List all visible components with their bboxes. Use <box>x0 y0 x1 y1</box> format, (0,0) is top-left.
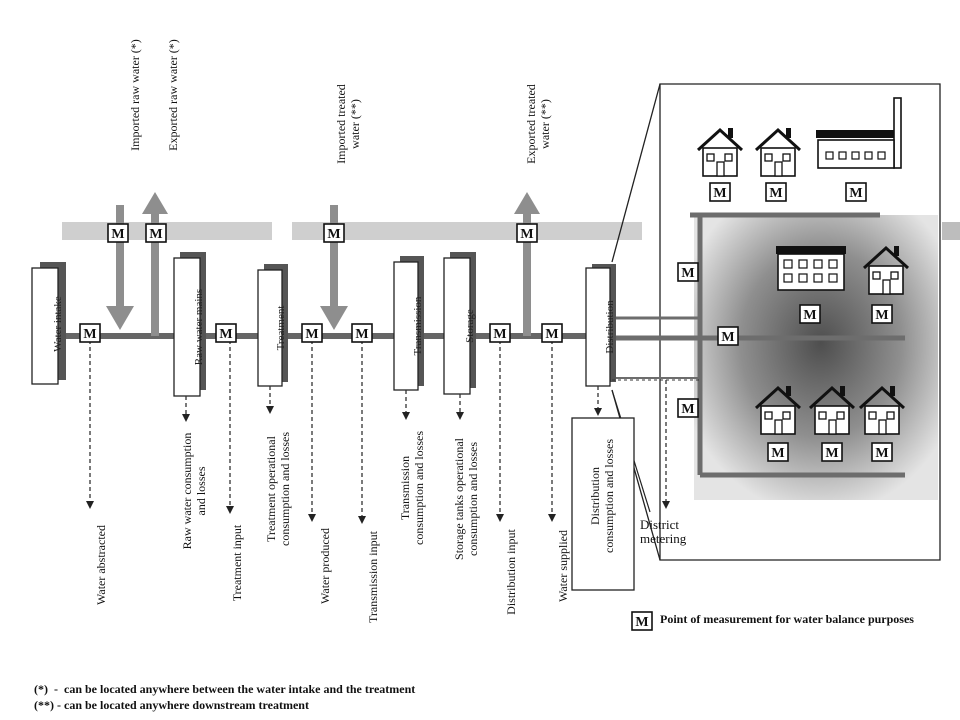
imported-raw-arrow <box>106 205 134 330</box>
meter-district-2: M <box>717 326 739 346</box>
district-metering-label: District metering <box>640 517 687 546</box>
svg-text:M: M <box>219 327 232 342</box>
treatment-input-label: Treatment input <box>230 524 244 602</box>
water-intake-label: Water intake <box>52 296 64 352</box>
meter-exported-treated: M <box>516 223 538 243</box>
footnote-single-star: (*) - can be located anywhere between th… <box>34 682 416 696</box>
svg-text:M: M <box>149 227 162 242</box>
raw-water-mains-label: Raw water mains <box>193 288 205 366</box>
distribution-box <box>585 264 616 387</box>
factory-building <box>816 97 902 169</box>
district-panel <box>659 83 941 561</box>
raw-water-mains-box <box>173 252 206 397</box>
treatment-box <box>257 264 288 387</box>
meter-district-1: M <box>677 262 699 282</box>
svg-text:M: M <box>849 186 862 201</box>
treatment-operational-label: Treatment operational consumption and lo… <box>264 432 292 546</box>
distribution-input-label: Distribution input <box>504 529 518 615</box>
meter-house-6: M <box>821 442 843 462</box>
meter-treatment-input: M <box>215 323 237 343</box>
raw-import-band <box>62 222 272 240</box>
meter-house-4: M <box>871 304 893 324</box>
svg-text:M: M <box>803 308 816 323</box>
apartment-building <box>776 246 846 291</box>
imported-raw-water-label: Imported raw water (*) <box>128 39 142 151</box>
water-supplied-label: Water supplied <box>556 530 570 603</box>
exported-treated-water-label: Exported treated water (**) <box>524 84 552 164</box>
imported-treated-arrow <box>320 205 348 330</box>
legend-meter-icon: M <box>631 611 653 631</box>
meter-water-supplied: M <box>541 323 563 343</box>
storage-label: Storage <box>464 309 476 343</box>
house-2 <box>754 127 802 177</box>
svg-text:M: M <box>493 327 506 342</box>
meter-water-produced: M <box>301 323 323 343</box>
svg-text:M: M <box>305 327 318 342</box>
footnote-double-star: (**) - can be located anywhere downstrea… <box>34 698 309 712</box>
svg-text:M: M <box>520 227 533 242</box>
meter-transmission-input: M <box>351 323 373 343</box>
exported-raw-arrow <box>142 192 168 336</box>
exported-raw-water-label: Exported raw water (*) <box>166 39 180 151</box>
water-intake-box <box>31 262 66 385</box>
water-produced-label: Water produced <box>318 528 332 604</box>
svg-text:M: M <box>713 186 726 201</box>
svg-text:M: M <box>771 446 784 461</box>
storage-tanks-label: Storage tanks operational consumption an… <box>452 438 480 560</box>
svg-text:M: M <box>769 186 782 201</box>
meter-house-5: M <box>767 442 789 462</box>
svg-text:M: M <box>635 615 648 630</box>
treated-import-band <box>292 222 642 240</box>
meter-apartment: M <box>799 304 821 324</box>
house-7 <box>858 385 906 435</box>
transmission-input-label: Transmission input <box>366 531 380 623</box>
svg-text:M: M <box>825 446 838 461</box>
svg-text:M: M <box>875 446 888 461</box>
water-abstracted-label: Water abstracted <box>94 525 108 605</box>
svg-text:M: M <box>721 330 734 345</box>
meter-house-2: M <box>765 182 787 202</box>
svg-text:M: M <box>327 227 340 242</box>
transmission-box <box>393 256 424 391</box>
meter-distribution-input: M <box>489 323 511 343</box>
svg-text:M: M <box>355 327 368 342</box>
house-5 <box>754 385 802 435</box>
transmission-label: Transmission <box>412 296 424 356</box>
meter-water-abstracted: M <box>79 323 101 343</box>
right-edge-band <box>942 222 960 240</box>
distribution-consumption-frame <box>571 417 635 591</box>
svg-text:M: M <box>83 327 96 342</box>
svg-text:M: M <box>111 227 124 242</box>
distribution-label: Distribution <box>604 300 616 354</box>
funnel-top-line <box>611 83 661 263</box>
meter-house-7: M <box>871 442 893 462</box>
meter-exported-raw: M <box>145 223 167 243</box>
svg-text:M: M <box>875 308 888 323</box>
legend-text: Point of measurement for water balance p… <box>660 612 914 626</box>
distribution-consumption-label: Distribution consumption and losses <box>588 439 616 553</box>
treatment-label: Treatment <box>275 305 287 351</box>
house-6 <box>808 385 856 435</box>
meter-imported-treated: M <box>323 223 345 243</box>
meter-house-1: M <box>709 182 731 202</box>
meter-group: M M M M M M M M M M M M M M M M M M M M M <box>79 182 893 462</box>
raw-water-consumption-label: Raw water consumption and losses <box>180 432 208 550</box>
svg-text:M: M <box>681 402 694 417</box>
exported-treated-arrow <box>514 192 540 336</box>
house-4 <box>862 245 910 295</box>
house-group <box>696 97 910 435</box>
svg-text:M: M <box>681 266 694 281</box>
svg-text:M: M <box>545 327 558 342</box>
meter-imported-raw: M <box>107 223 129 243</box>
storage-box <box>443 252 476 395</box>
meter-factory: M <box>845 182 867 202</box>
imported-treated-water-label: Imported treated water (**) <box>334 84 362 164</box>
house-1 <box>696 127 744 177</box>
meter-district-3: M <box>677 398 699 418</box>
transmission-consumption-label: Transmission consumption and losses <box>398 431 426 545</box>
